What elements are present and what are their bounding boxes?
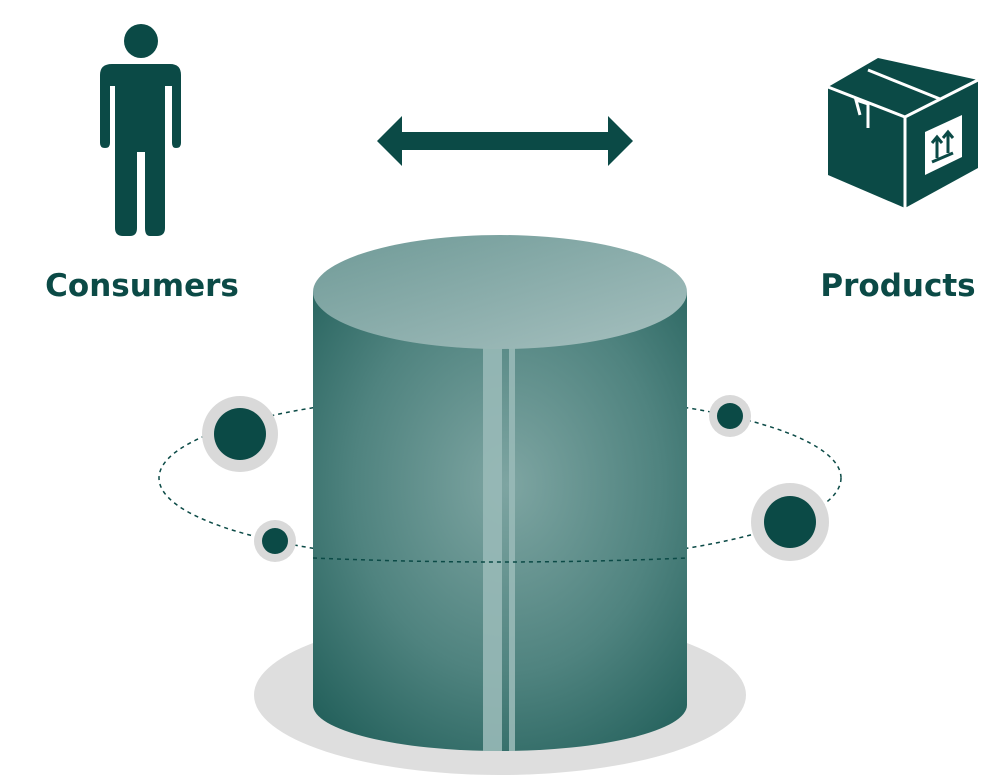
database-cylinder-icon [313, 235, 687, 751]
package-box-icon [827, 58, 979, 208]
orbit-node [709, 395, 751, 437]
consumers-label: Consumers [45, 268, 239, 304]
orbit-path-front [312, 557, 688, 563]
orbit-node [751, 483, 829, 561]
orbit-node [254, 520, 296, 562]
orbit-path [158, 393, 842, 563]
person-icon [100, 24, 181, 236]
products-label: Products [820, 268, 975, 304]
orbit-node [202, 396, 278, 472]
double-headed-arrow-icon [377, 116, 633, 166]
